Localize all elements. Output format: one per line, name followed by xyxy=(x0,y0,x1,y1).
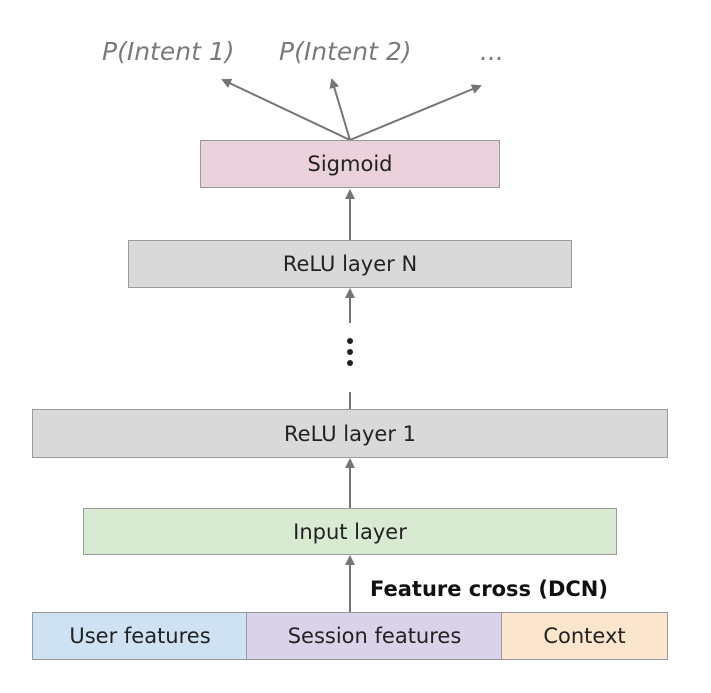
user-features-label: User features xyxy=(69,624,211,648)
sigmoid-layer-label: Sigmoid xyxy=(307,152,393,176)
relu-layer-1: ReLU layer 1 xyxy=(32,409,668,458)
input-layer: Input layer xyxy=(83,508,617,555)
sigmoid-layer: Sigmoid xyxy=(200,140,500,188)
context-label: Context xyxy=(543,624,626,648)
session-features-segment: Session features xyxy=(246,612,503,660)
feature-cross-label: Feature cross (DCN) xyxy=(370,577,608,601)
input-layer-label: Input layer xyxy=(293,519,407,544)
output-more-label: ... xyxy=(480,37,504,66)
user-features-segment: User features xyxy=(32,612,248,660)
context-segment: Context xyxy=(501,612,668,660)
arrow-to-intent-2 xyxy=(329,78,351,141)
output-intent-1-label: P(Intent 1) xyxy=(102,37,235,66)
relu-layer-1-label: ReLU layer 1 xyxy=(284,421,416,446)
arrow-to-intent-1 xyxy=(221,78,351,141)
output-intent-2-label: P(Intent 2) xyxy=(279,37,412,66)
relu-layer-n-label: ReLU layer N xyxy=(282,252,418,276)
session-features-label: Session features xyxy=(287,624,462,648)
arrow-to-more-intents xyxy=(349,84,482,141)
relu-layer-n: ReLU layer N xyxy=(128,240,572,288)
